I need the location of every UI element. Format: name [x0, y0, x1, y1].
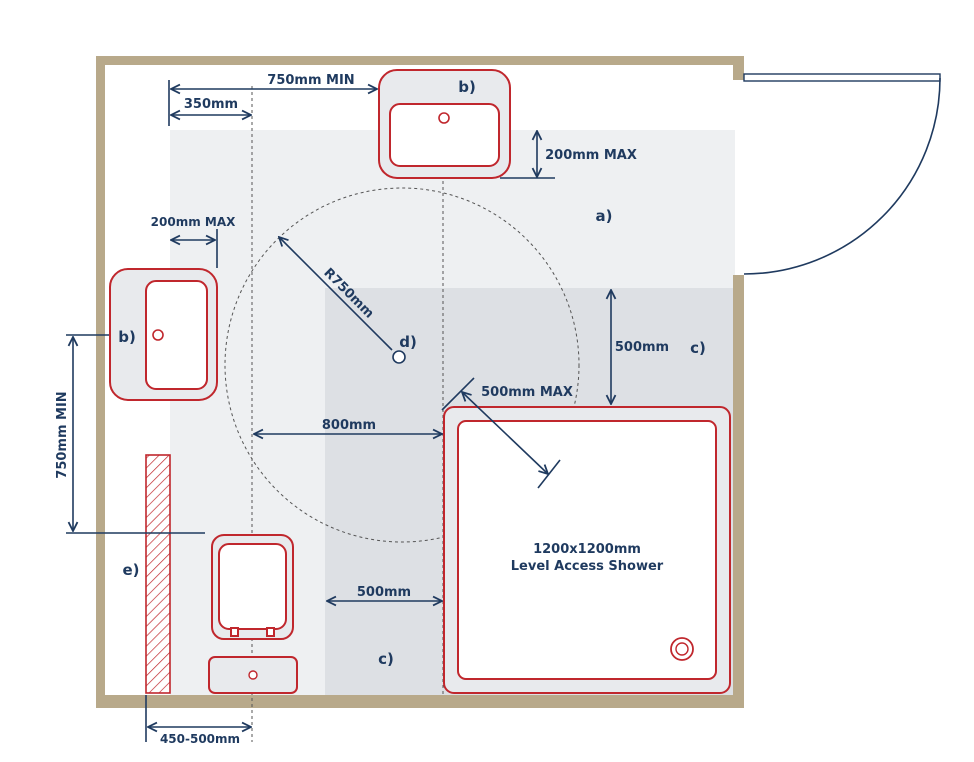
door	[743, 73, 941, 275]
label-sink-top-width: 750mm MIN	[267, 73, 354, 88]
label-shower-size: 1200x1200mm	[533, 542, 641, 557]
label-shower-clearance: 500mm	[615, 340, 669, 355]
room-walls	[96, 56, 744, 708]
label-sink-left-projection: 200mm MAX	[151, 215, 236, 229]
label-shower-type: Level Access Shower	[511, 559, 664, 574]
label-sink-top-projection: 200mm MAX	[545, 148, 637, 163]
basin-left	[109, 268, 218, 401]
label-grab-rail-letter: e)	[122, 561, 139, 579]
label-toilet-offset: 450-500mm	[160, 732, 240, 746]
turning-circle	[224, 187, 580, 543]
label-turning-circle: d)	[399, 333, 417, 351]
label-sink-top-offset: 350mm	[184, 97, 238, 112]
label-zone-a: a)	[596, 207, 613, 225]
door-leaf	[743, 73, 941, 82]
label-zone-c-bottom: c)	[378, 650, 394, 668]
label-sink-top-letter: b)	[458, 78, 476, 96]
basin-top	[378, 69, 511, 179]
shower-tray	[443, 406, 731, 694]
label-zone-c-right: c)	[690, 339, 706, 357]
toilet	[208, 534, 298, 694]
label-vertical-clear: 750mm MIN	[55, 391, 70, 478]
label-shower-diagonal: 500mm MAX	[481, 385, 573, 400]
grab-rail	[145, 454, 171, 694]
dimension-lines	[66, 80, 611, 742]
label-sink-left-letter: b)	[118, 328, 136, 346]
label-width-800: 800mm	[322, 418, 376, 433]
label-toilet-clearance: 500mm	[357, 585, 411, 600]
door-swing-arc	[743, 77, 941, 275]
